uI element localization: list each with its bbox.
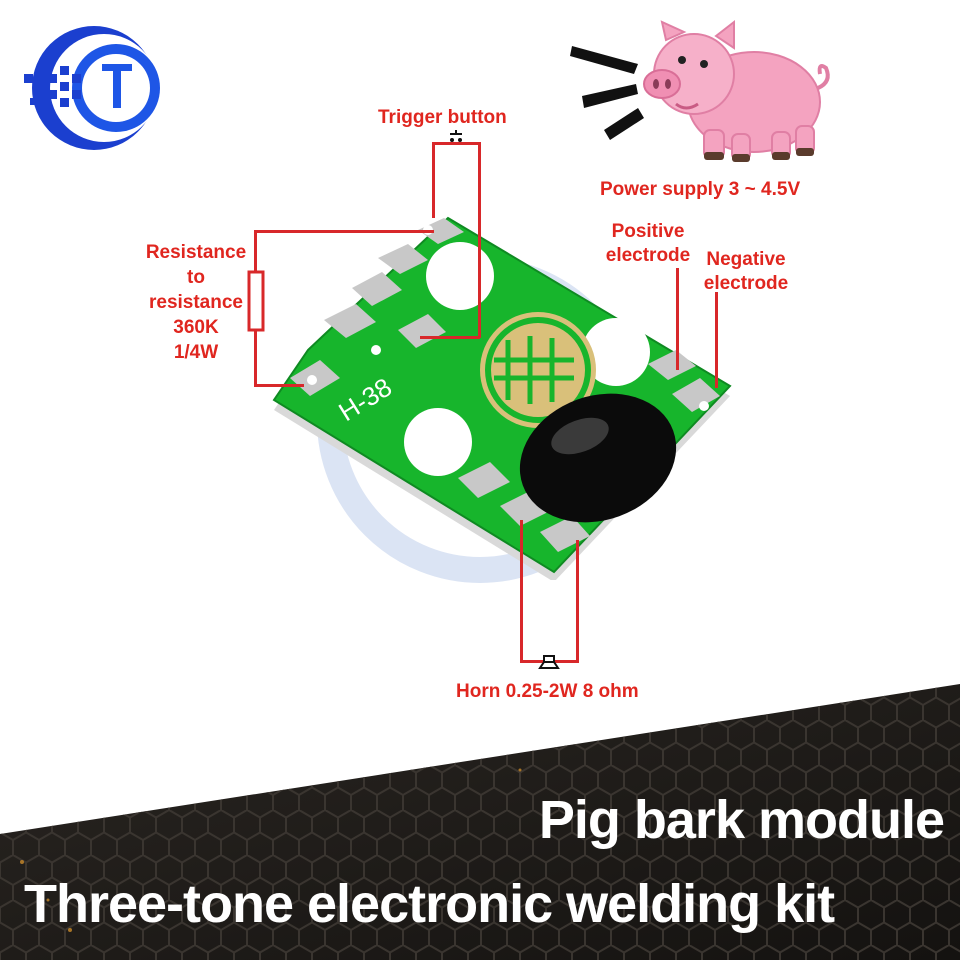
negative-electrode-line2: electrode	[703, 273, 789, 294]
resistance-line3: resistance	[148, 292, 243, 313]
wire-resistor-vertical-lower	[254, 330, 257, 386]
wire-positive	[676, 268, 679, 370]
resistance-line5: 1/4W	[173, 342, 219, 363]
banner-title-line2: Three-tone electronic welding kit	[24, 874, 835, 934]
power-supply-label: Power supply 3 ~ 4.5V	[600, 179, 801, 200]
wire-negative	[715, 292, 718, 388]
wire-horn-left	[520, 520, 523, 662]
wire-horn-right	[576, 540, 579, 662]
resistance-label: Resistance to resistance 360K 1/4W	[140, 240, 252, 365]
speaker-symbol-icon	[538, 655, 560, 669]
wire-resistor-bottom	[254, 384, 304, 387]
horn-label: Horn 0.25-2W 8 ohm	[456, 681, 639, 702]
wire-trigger-bottom	[420, 336, 480, 339]
positive-electrode-line1: Positive	[611, 221, 685, 242]
push-switch-symbol-icon	[450, 130, 462, 142]
wire-trigger-right-vertical	[478, 142, 481, 338]
banner-title-line1: Pig bark module	[538, 790, 945, 850]
pcb-board: H-38	[272, 216, 732, 580]
trigger-button-label: Trigger button	[378, 107, 507, 128]
wire-trigger-left-vertical	[432, 142, 435, 218]
wire-resistor-vertical-upper	[254, 230, 257, 272]
negative-electrode-label: Negative electrode	[696, 248, 796, 296]
positive-electrode-label: Positive electrode	[598, 220, 698, 268]
wire-resistor-top	[254, 230, 434, 233]
positive-electrode-line2: electrode	[605, 245, 691, 266]
sound-wave-icon	[570, 46, 644, 140]
pig-icon	[643, 19, 830, 162]
store-logo-icon	[24, 26, 160, 150]
wire-trigger-top	[432, 142, 480, 145]
negative-electrode-line1: Negative	[706, 249, 786, 270]
resistance-line1: Resistance	[145, 242, 247, 263]
resistance-line4: 360K	[173, 317, 219, 338]
resistance-line2: to	[187, 267, 205, 288]
